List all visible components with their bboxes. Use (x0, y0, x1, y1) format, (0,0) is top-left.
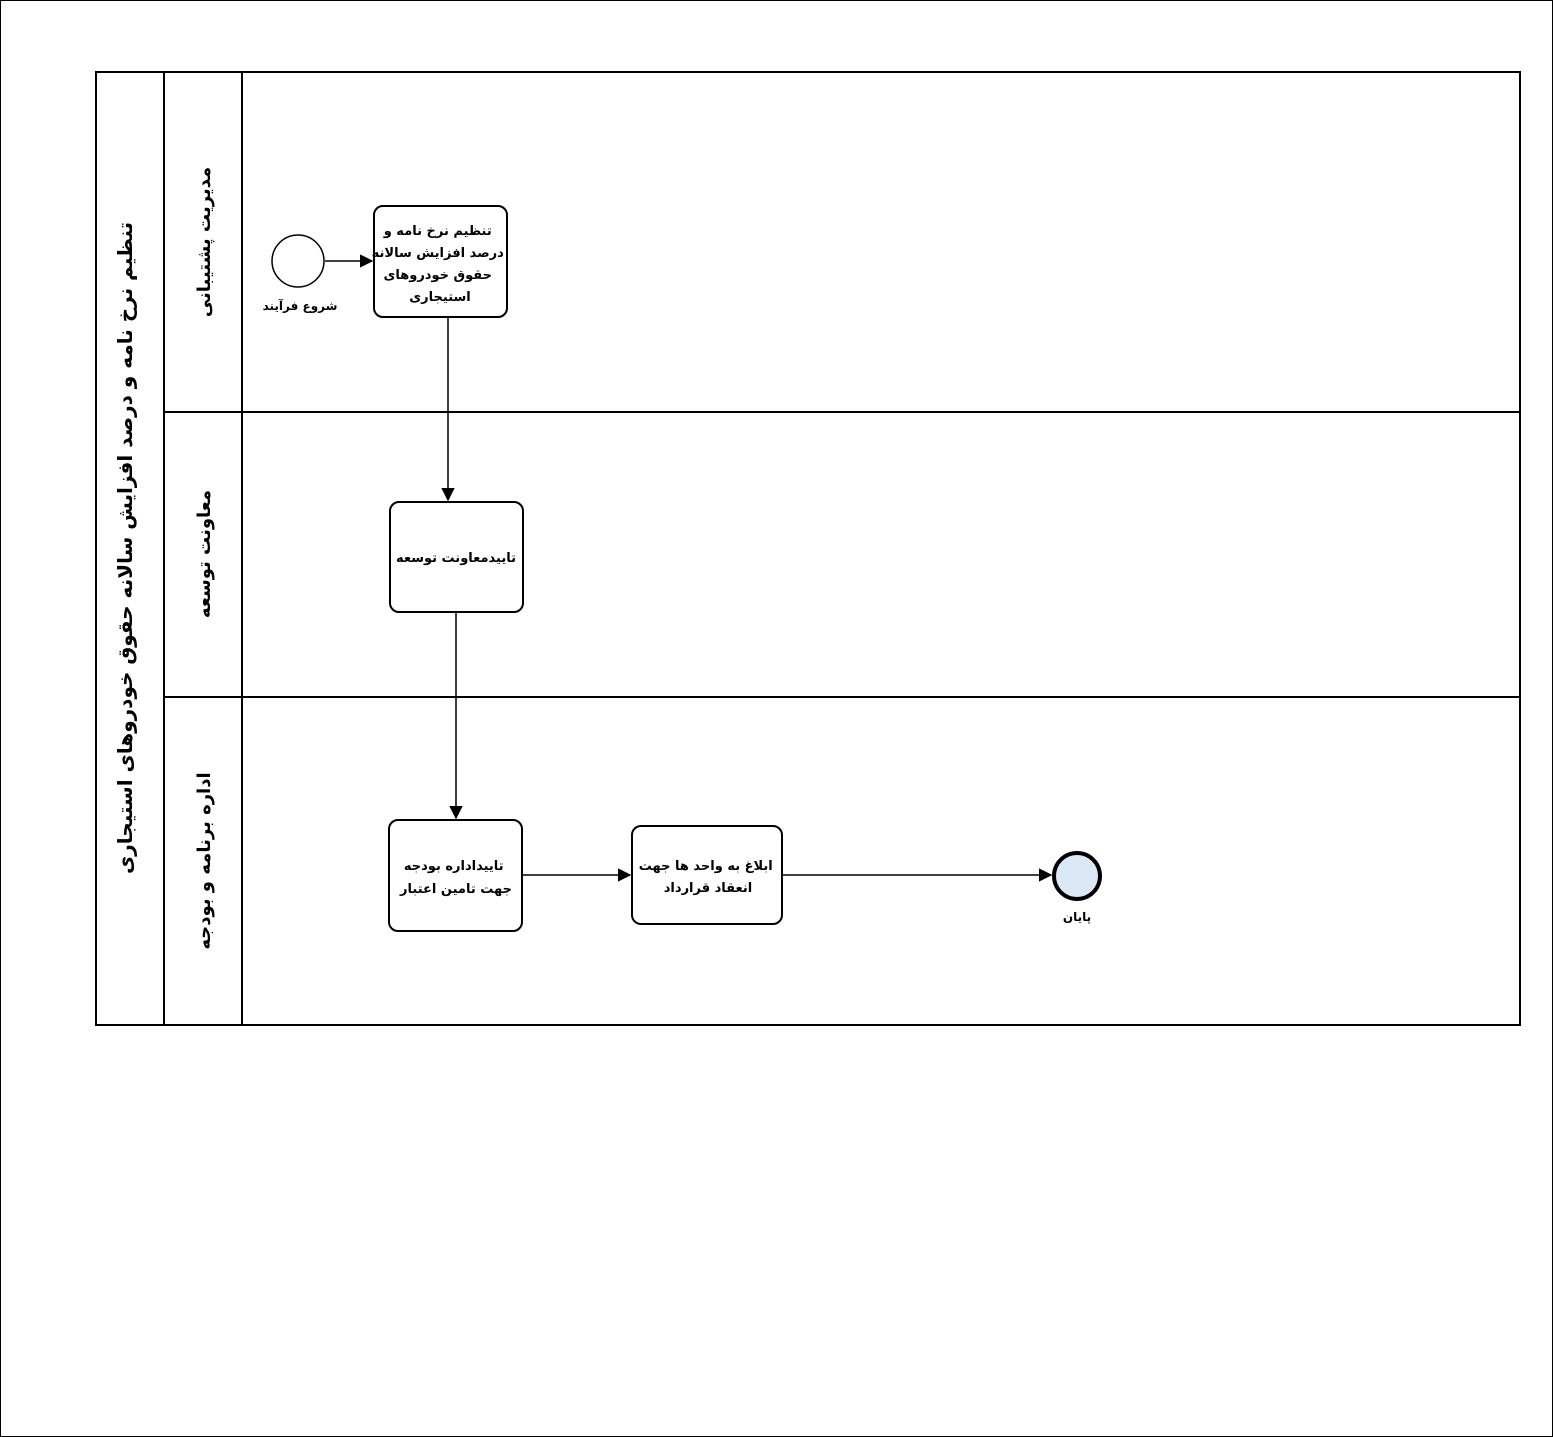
lane-label-budget: اداره برنامه و بودجه (194, 772, 215, 949)
start-event-label: شروع فرآیند (263, 298, 338, 314)
task-dev-approval-text: تاییدمعاونت توسعه (396, 551, 516, 566)
task-set-rates-text: تنظیم نرخ نامه و درصد افزایش سالانه حقوق… (372, 224, 509, 305)
start-event[interactable] (271, 234, 325, 288)
end-event[interactable] (1052, 851, 1102, 901)
task-budget-approval-text: تاییداداره بودجه جهت تامین اعتبار (399, 859, 512, 897)
lane-label-development: معاونت توسعه (194, 490, 215, 618)
task-set-rates[interactable]: تنظیم نرخ نامه و درصد افزایش سالانه حقوق… (372, 205, 509, 318)
pool-border (95, 71, 1521, 1026)
task-budget-approval[interactable]: تاییداداره بودجه جهت تامین اعتبار (388, 819, 523, 932)
task-notify-units-text: ابلاغ به واحد ها جهت انعقاد قرارداد (639, 859, 778, 896)
end-event-label: پایان (1063, 910, 1091, 924)
lane-label-support: مدیریت پشتیبانی (194, 167, 215, 317)
pool-title: تنظیم نرخ نامه و درصد افزایش سالانه حقوق… (113, 222, 137, 874)
task-notify-units[interactable]: ابلاغ به واحد ها جهت انعقاد قرارداد (631, 825, 783, 925)
task-dev-approval[interactable]: تاییدمعاونت توسعه (389, 501, 524, 613)
